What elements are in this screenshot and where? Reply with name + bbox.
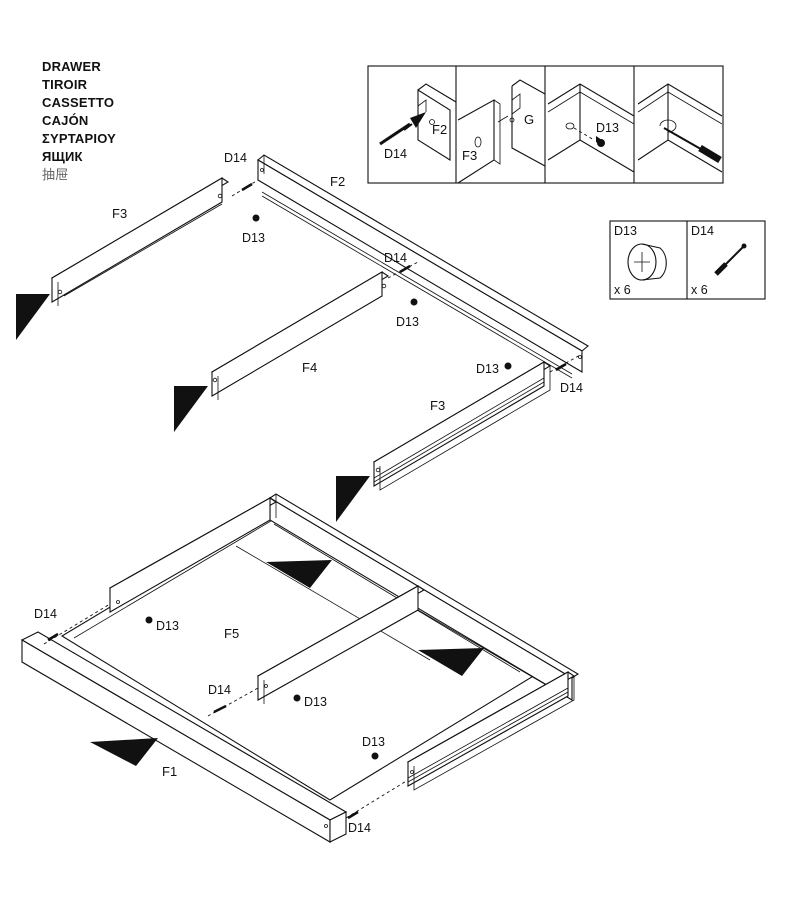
label-d14-top-mid: D14 <box>384 251 407 265</box>
panel-f2: F2 <box>257 154 589 379</box>
detail-step-3: G <box>497 79 546 167</box>
panel-f3-left: F3 <box>50 177 230 306</box>
label-d14-bottom-mid: D14 <box>208 683 231 697</box>
detail-label-f3: F3 <box>462 148 477 163</box>
cam-bolt-icon <box>714 243 747 276</box>
detail-step-5 <box>637 83 723 173</box>
product-title-list: DRAWER TIROIR CASSETTO CAJÓN ΣΥΡΤΑΡΙΟΥ Я… <box>42 58 116 184</box>
label-d13-top-mid: D13 <box>396 315 419 329</box>
hardware-qty-d13: x 6 <box>614 283 631 297</box>
assembly-bottom: F5 F1 D14 D13 D14 D13 D13 D14 <box>20 493 580 843</box>
direction-marker-1 <box>16 294 50 340</box>
detail-label-f2: F2 <box>432 122 447 137</box>
direction-marker-6 <box>90 738 158 766</box>
title-es: CAJÓN <box>42 113 89 128</box>
hardware-qty-d14: x 6 <box>691 283 708 297</box>
cam-d13-bottom-left-icon <box>145 616 153 624</box>
label-d14-bottom-right: D14 <box>348 821 371 835</box>
label-d14-top-left: D14 <box>224 151 247 165</box>
label-d13-bottom-right: D13 <box>362 735 385 749</box>
label-f1: F1 <box>162 764 177 779</box>
cam-d13-bottom-mid-icon <box>293 694 301 702</box>
label-f4: F4 <box>302 360 317 375</box>
title-en: DRAWER <box>42 59 101 74</box>
detail-label-d13: D13 <box>596 121 619 135</box>
cam-d13-top-mid-icon <box>410 298 418 306</box>
insert-arrow-icon <box>410 112 426 128</box>
label-d13-bottom-mid: D13 <box>304 695 327 709</box>
detail-step-2: F3 <box>457 99 501 184</box>
panel-f3-right: F3 <box>372 361 552 491</box>
title-zh: 抽屉 <box>42 167 69 182</box>
label-f2: F2 <box>330 174 345 189</box>
detail-label-d14: D14 <box>384 147 407 161</box>
detail-strip: D14 F2 F3 G D13 <box>367 65 724 184</box>
detail-step-4: D13 <box>547 83 635 173</box>
title-el: ΣΥΡΤΑΡΙΟΥ <box>42 131 117 146</box>
rotate-arrow-icon <box>659 119 677 133</box>
cam-d13-top-left-icon <box>252 214 260 222</box>
direction-marker-2 <box>174 386 208 432</box>
exploded-assembly-top: F2 F3 F4 F3 <box>16 151 589 522</box>
cam-d13-bottom-right-icon <box>371 752 379 760</box>
label-f3-right: F3 <box>430 398 445 413</box>
title-it: CASSETTO <box>42 95 115 110</box>
label-d14-bottom-left: D14 <box>34 607 57 621</box>
cam-lock-small-icon <box>597 139 605 147</box>
detail-step-1: D14 F2 <box>379 83 457 161</box>
label-f5: F5 <box>224 626 239 641</box>
panel-f4: F4 <box>210 271 390 400</box>
label-d13-top-left: D13 <box>242 231 265 245</box>
label-d13-bottom-left: D13 <box>156 619 179 633</box>
hardware-code-d13: D13 <box>614 224 637 238</box>
title-fr: TIROIR <box>42 77 88 92</box>
screwdriver-icon <box>698 144 722 164</box>
hardware-code-d14: D14 <box>691 224 714 238</box>
cam-d13-top-right-icon <box>504 362 512 370</box>
cam-lock-icon <box>627 243 667 281</box>
detail-label-g: G <box>524 112 534 127</box>
direction-marker-4 <box>266 560 332 588</box>
label-d13-top-right: D13 <box>476 362 499 376</box>
label-d14-top-right: D14 <box>560 381 583 395</box>
label-f3-left: F3 <box>112 206 127 221</box>
hardware-box: D13 D14 x 6 x 6 <box>609 220 766 300</box>
direction-marker-5 <box>418 648 484 676</box>
direction-marker-3 <box>336 476 370 522</box>
title-ru: ЯЩИК <box>42 149 83 164</box>
